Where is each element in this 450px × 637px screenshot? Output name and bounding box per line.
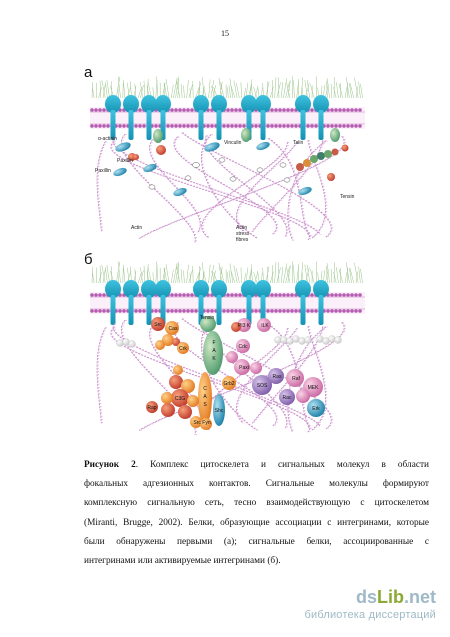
ras-label: Ras: [273, 374, 282, 380]
actin-binding-chains: [116, 335, 342, 348]
ilk-label: ILK: [261, 323, 269, 329]
rac-label: Rac: [283, 395, 292, 401]
erk-label: Erk: [312, 406, 320, 412]
vinculin-protein: [148, 157, 291, 190]
cas-vertical-a: A: [203, 394, 207, 400]
src-label: Src: [154, 322, 162, 328]
sos-label: SOS: [257, 383, 268, 389]
caption-figure-label: Рисунок 2: [84, 460, 136, 470]
extracellular-matrix-b: [91, 261, 363, 284]
caption-line-6: интегринами или активируемые интегринами…: [84, 556, 281, 567]
alpha-actinin-label: α-actinin: [98, 136, 117, 142]
caption-line-1: Рисунок 2. Комплекс цитоскелета и сигнал…: [84, 460, 429, 470]
signaling-molecules: [146, 316, 325, 430]
shc-label: Shc: [215, 408, 224, 414]
mek-label: MEK: [308, 385, 320, 391]
dslib-subtitle: библиотека диссертаций: [304, 609, 436, 621]
fak-label-a: A: [212, 348, 216, 354]
actin-network-a: [96, 132, 346, 243]
integrins-b: [105, 280, 329, 325]
figure-caption: Рисунок 2. Комплекс цитоскелета и сигнал…: [84, 456, 429, 571]
caption-line-5: были обнаружены первыми (а); сигнальные …: [84, 536, 429, 547]
fak-label-f: F: [212, 340, 215, 346]
paxillin-protein: [128, 153, 139, 161]
focal-adhesion-figure: α-actinin Paxillin Paxillin Vinculin Tal…: [90, 76, 365, 435]
cas-vertical-c: C: [203, 386, 207, 392]
tensin-label-b: Tensin: [200, 315, 215, 321]
vinculin-label: Vinculin: [224, 140, 242, 146]
cas-vertical-s: S: [203, 402, 207, 408]
cas-label: Cas: [169, 326, 178, 332]
crk-label: Crk: [179, 346, 187, 352]
actin-label: Actin: [131, 225, 142, 231]
rap-label: Rap: [147, 405, 156, 411]
fak-label-k: K: [212, 356, 216, 362]
panel-label-a: а: [84, 64, 93, 81]
panel-b-diagram: Src Cas Tensin F A K Crk PI3 K ILK Cdc P…: [90, 261, 365, 435]
caption-line-3: комплексную сигнальную сеть, тесно взаим…: [84, 498, 429, 509]
fibres-label: fibres: [236, 237, 249, 243]
paxillin-label-b: Paxi: [239, 365, 249, 371]
grb2-label: Grb2: [223, 381, 234, 387]
alpha-actinin-protein: [113, 141, 312, 197]
caption-line-4: (Miranti, Brugge, 2002). Белки, образующ…: [84, 517, 429, 528]
paxillin-label-1: Paxillin: [117, 158, 133, 164]
integrins-a: [105, 95, 329, 140]
fyn-label: Src Fyn: [193, 420, 210, 426]
caption-line-2: фокальных адгезионных контактов. Сигналь…: [84, 479, 429, 490]
stress-label: stress: [236, 231, 250, 237]
cdc42-label: Cdc: [239, 344, 248, 350]
talin-label: Talin: [293, 140, 304, 146]
actin-stress-label: Actin: [236, 225, 247, 231]
talin-tensin-proteins: [153, 128, 349, 181]
pi3k-label: PI3 K: [238, 323, 251, 329]
dslib-logo[interactable]: dsLib.net: [355, 587, 436, 607]
extracellular-matrix-a: [91, 76, 363, 99]
page-number: 15: [221, 29, 229, 38]
raf-label: Raf: [292, 376, 300, 382]
paxillin-label-2: Paxillin: [95, 168, 111, 174]
panel-a-diagram: α-actinin Paxillin Paxillin Vinculin Tal…: [90, 76, 365, 243]
panel-label-b: б: [84, 251, 93, 268]
c3g-label: C3G: [175, 396, 185, 402]
tensin-label-a: Tensin: [340, 194, 355, 200]
